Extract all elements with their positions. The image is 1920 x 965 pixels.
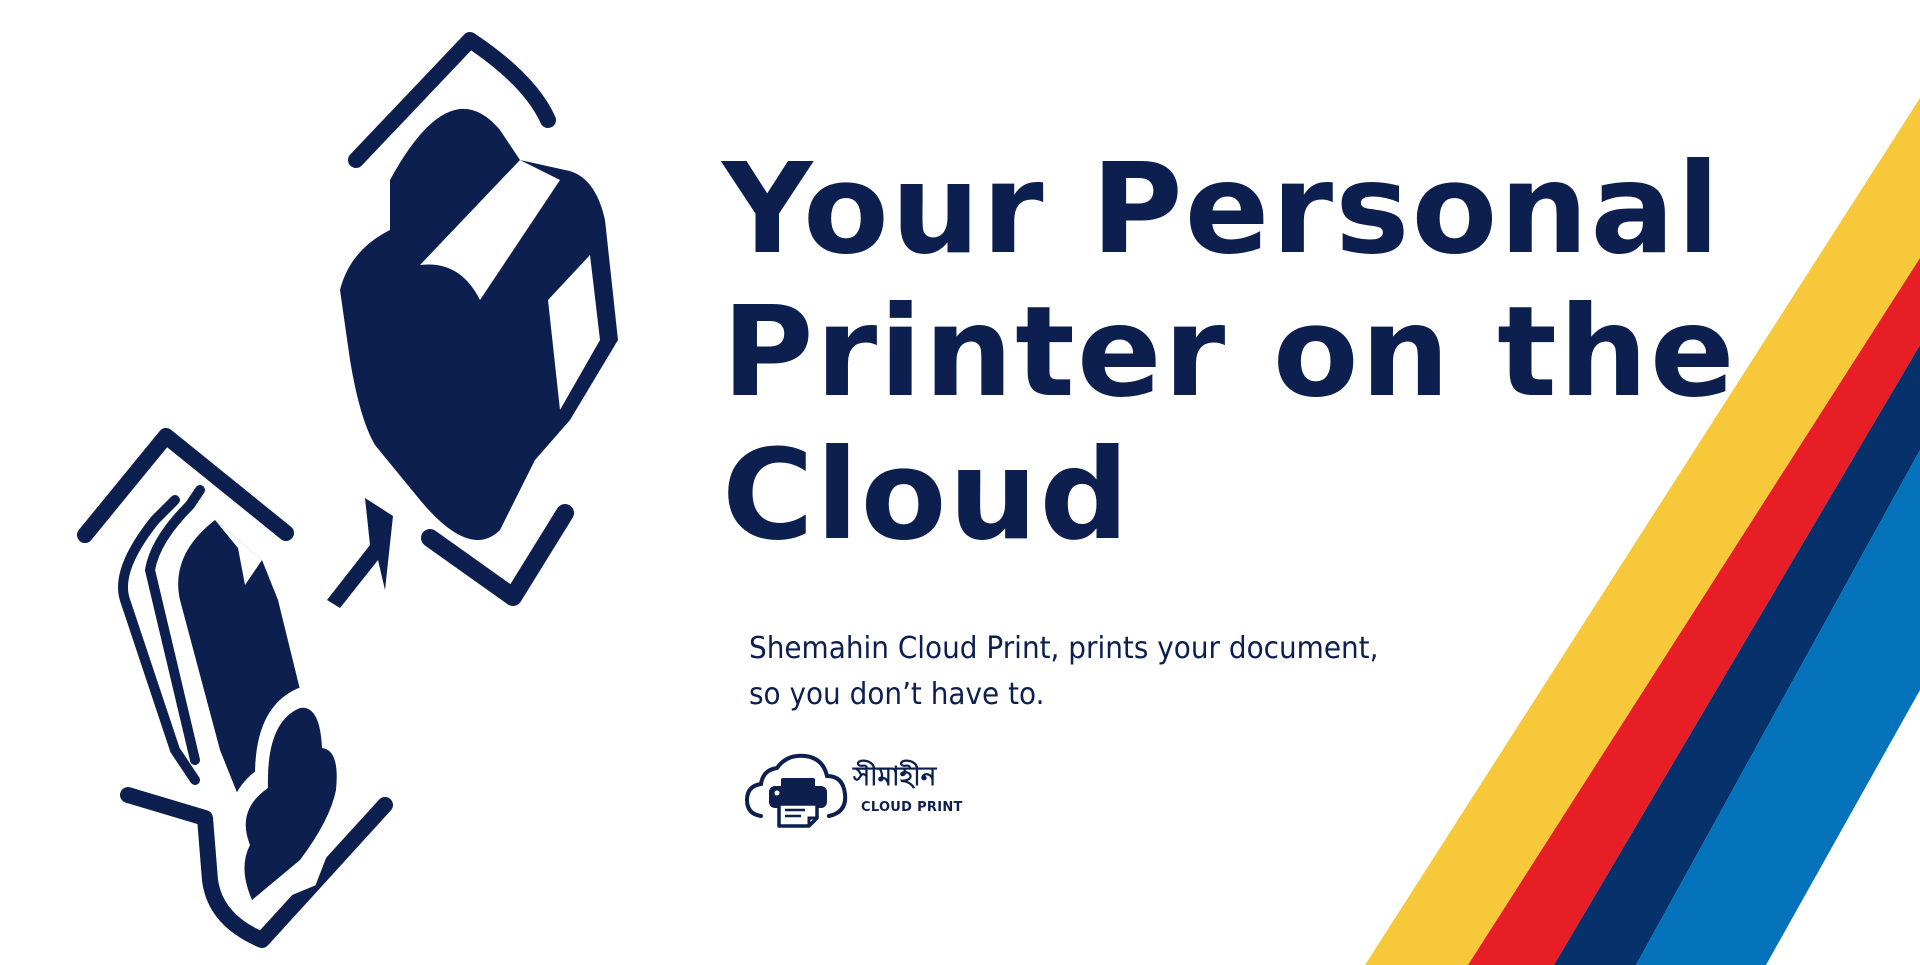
arrow-icon [327, 498, 393, 608]
brand-logo: সীমাহীন CLOUD PRINT [743, 748, 983, 832]
phone-to-printer-illustration [77, 32, 618, 948]
cloud-printer-logo-icon [744, 753, 848, 828]
tagline: Shemahin Cloud Print, prints your docume… [749, 626, 1419, 718]
tagline-line-1: Shemahin Cloud Print, prints your docume… [749, 631, 1379, 666]
brand-name-english: CLOUD PRINT [861, 800, 963, 815]
brand-name-bangla: সীমাহীন [853, 762, 937, 792]
headline-line-1: Your Personal [722, 137, 1722, 282]
phone-icon [77, 428, 393, 948]
cloud-icon [229, 687, 353, 914]
printer-icon [340, 32, 618, 606]
tagline-line-2: so you don’t have to. [749, 677, 1045, 712]
headline: Your Personal Printer on the Cloud [722, 137, 1737, 568]
headline-line-3: Cloud [722, 423, 1131, 568]
headline-line-2: Printer on the [722, 280, 1737, 425]
